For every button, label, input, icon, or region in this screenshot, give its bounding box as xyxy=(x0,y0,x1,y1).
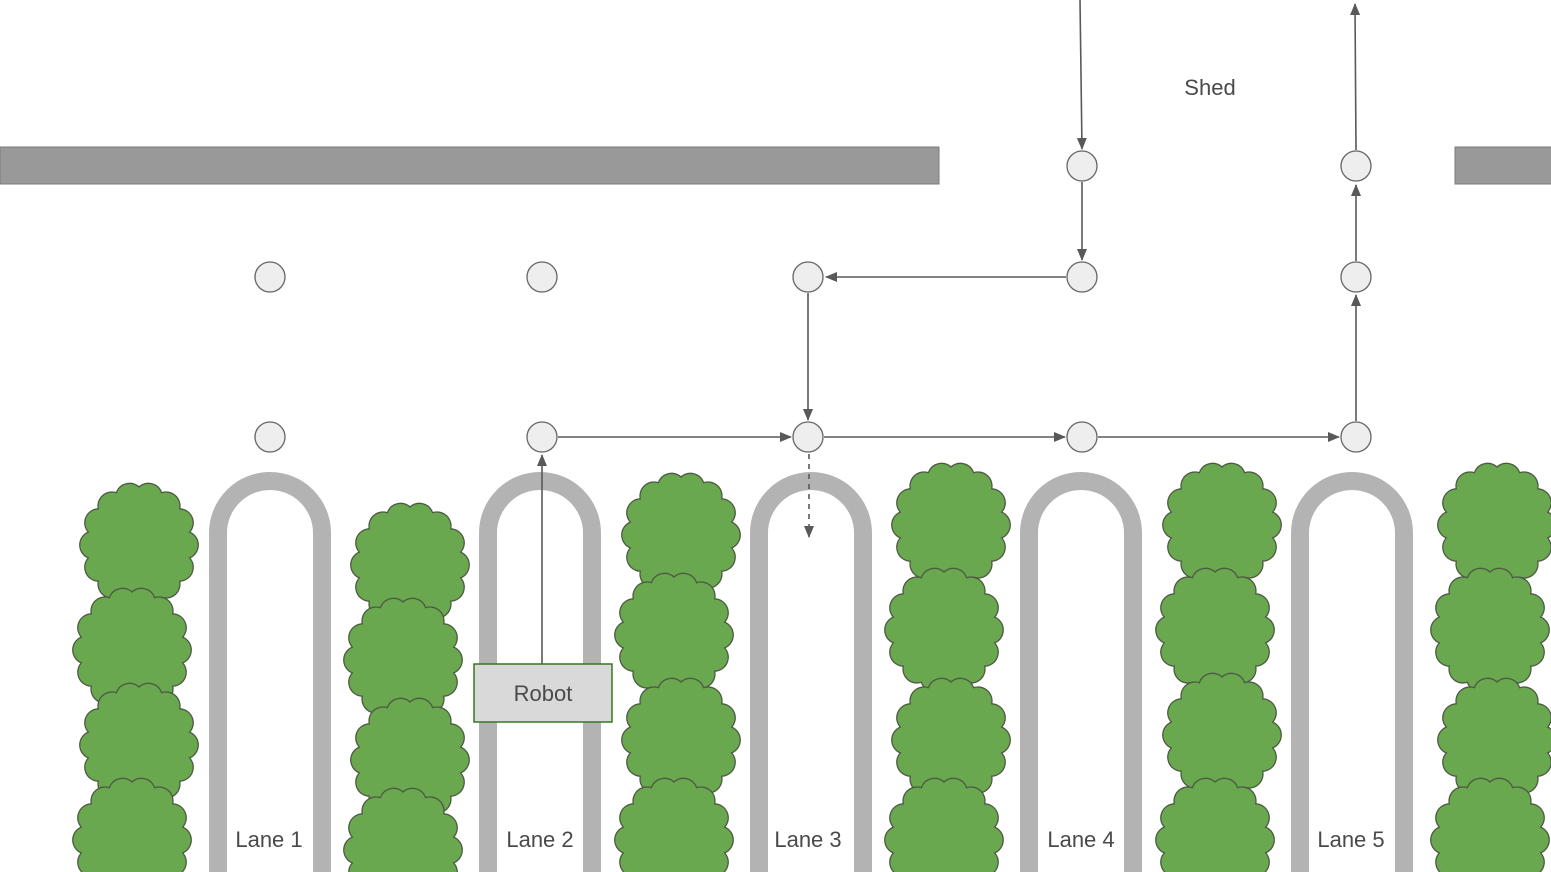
waypoint-node xyxy=(254,261,286,293)
lanes xyxy=(209,472,1413,872)
shed-wall-right xyxy=(1454,146,1551,185)
waypoint-node xyxy=(1340,421,1372,453)
lane-path-5 xyxy=(1291,472,1413,872)
arrow-shed-out xyxy=(1350,3,1361,151)
lane-path-4 xyxy=(1020,472,1142,872)
waypoint-node xyxy=(1340,261,1372,293)
lane-label-2: Lane 2 xyxy=(506,827,573,852)
waypoint-nodes xyxy=(254,150,1372,453)
robot[interactable]: Robot xyxy=(473,663,613,723)
bush-icon xyxy=(1155,777,1275,872)
lane-label-1: Lane 1 xyxy=(235,827,302,852)
waypoint-node xyxy=(526,261,558,293)
bush-icon xyxy=(72,777,192,872)
shed-label: Shed xyxy=(1184,75,1235,100)
waypoint-node xyxy=(254,421,286,453)
robot-label: Robot xyxy=(514,681,573,706)
waypoint-node xyxy=(1340,150,1372,182)
bush-icon xyxy=(1437,462,1551,588)
waypoint-node xyxy=(526,421,558,453)
waypoint-node xyxy=(792,421,824,453)
bush-icon xyxy=(884,777,1004,872)
bush-icon xyxy=(343,787,463,872)
route-arrows xyxy=(537,0,1361,664)
robot-box[interactable] xyxy=(473,663,613,723)
lane-path-3 xyxy=(750,472,872,872)
arrow-shed-in xyxy=(1076,0,1087,150)
lane-label-3: Lane 3 xyxy=(774,827,841,852)
waypoint-node xyxy=(1066,261,1098,293)
waypoint-node xyxy=(1066,421,1098,453)
lane-path-2 xyxy=(479,472,601,872)
bush-icon xyxy=(884,567,1004,693)
lane-label-4: Lane 4 xyxy=(1047,827,1114,852)
lane-label-5: Lane 5 xyxy=(1317,827,1384,852)
bush-icon xyxy=(1430,777,1550,872)
waypoint-node xyxy=(1066,150,1098,182)
bush-icon xyxy=(614,777,734,872)
waypoint-node xyxy=(792,261,824,293)
lane-path-1 xyxy=(209,472,331,872)
bush-icon xyxy=(1430,567,1550,693)
bush-rows xyxy=(72,462,1551,872)
shed-wall-left xyxy=(0,146,940,185)
